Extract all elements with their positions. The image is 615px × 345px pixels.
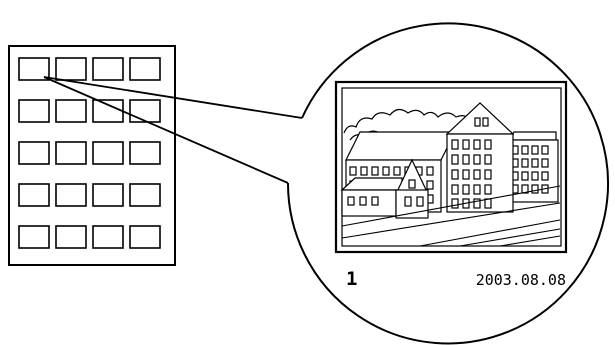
thumbnail-cell — [129, 57, 161, 81]
thumbnail-cell — [55, 57, 87, 81]
thumbnail-highlighted — [18, 57, 50, 81]
thumbnail-cell — [18, 225, 50, 249]
thumbnail-cell — [55, 183, 87, 207]
thumbnail-cell — [92, 57, 124, 81]
thumbnail-cell — [92, 99, 124, 123]
thumbnail-cell — [92, 141, 124, 165]
thumbnail-cell — [55, 141, 87, 165]
windows-central-building — [451, 117, 492, 209]
thumbnail-cell — [18, 141, 50, 165]
magnifier-callout — [43, 76, 303, 184]
frame-number: 1 — [346, 268, 357, 290]
thumbnail-cell — [18, 183, 50, 207]
thumbnail-cell — [92, 183, 124, 207]
print-date: 2003.08.08 — [476, 271, 566, 289]
thumbnail-grid — [18, 57, 161, 249]
thumbnail-cell — [55, 225, 87, 249]
index-print-sheet — [8, 45, 176, 266]
thumbnail-cell — [129, 225, 161, 249]
enlarged-photo — [334, 80, 568, 254]
photo-scene-ground — [341, 185, 561, 247]
thumbnail-cell — [129, 99, 161, 123]
photo-scene-buildings — [340, 102, 559, 219]
thumbnail-cell — [18, 99, 50, 123]
windows-small-house — [347, 179, 424, 207]
thumbnail-cell — [129, 141, 161, 165]
thumbnail-cell — [129, 183, 161, 207]
thumbnail-cell — [92, 225, 124, 249]
thumbnail-cell — [55, 99, 87, 123]
